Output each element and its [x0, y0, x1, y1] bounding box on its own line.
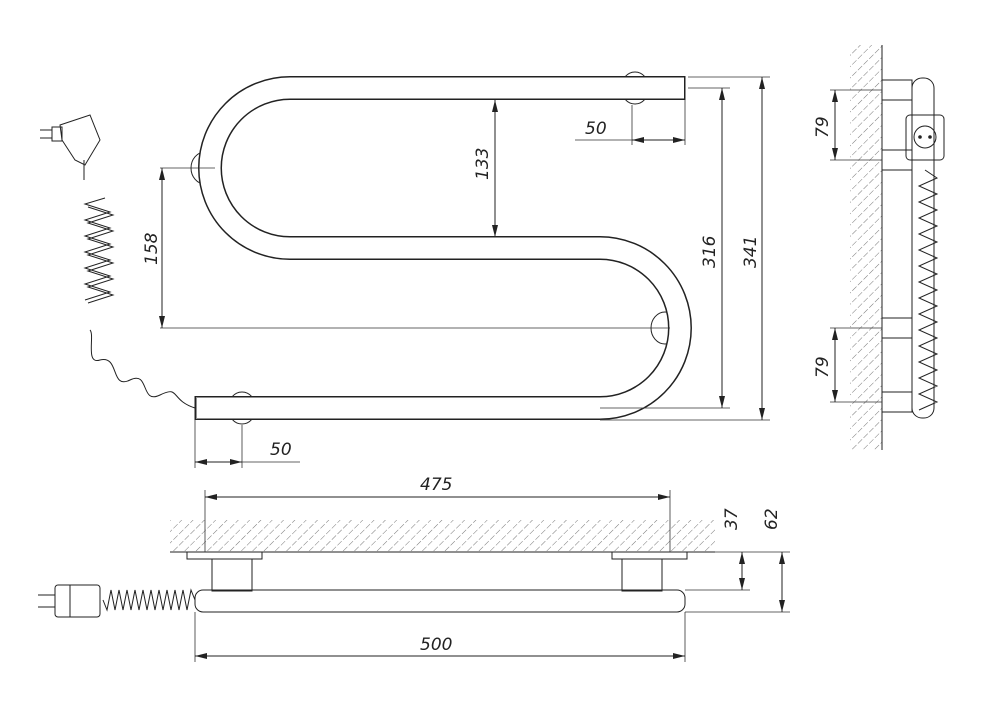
top-dimensions: 475 500 37 62: [194, 475, 790, 662]
front-view: 50 133 158 316 341 50: [40, 71, 770, 468]
side-cable-coil: [917, 169, 939, 411]
dim-inner-height: 316: [700, 235, 720, 268]
dim-total-depth: 62: [762, 508, 782, 530]
dim-inner-spacing: 133: [473, 148, 493, 180]
dim-top-offset: 50: [585, 119, 607, 139]
plug-icon: [40, 114, 101, 166]
top-brackets: [186, 551, 688, 592]
top-cable-coil: [102, 588, 196, 612]
side-view: 79 79: [813, 45, 945, 450]
dim-mount-spacing: 158: [142, 232, 162, 265]
top-pipe: [194, 589, 686, 613]
dim-bracket-top: 79: [813, 116, 833, 138]
top-plug-icon: [38, 584, 101, 618]
dim-mount-width: 475: [420, 475, 452, 495]
dim-bracket-depth: 37: [722, 508, 742, 530]
side-dimensions: 79 79: [813, 89, 882, 403]
dim-bottom-offset: 50: [270, 440, 292, 460]
dim-total-width: 500: [420, 635, 452, 655]
wall-hatch: [850, 45, 882, 450]
front-dimensions: 50 133 158 316 341 50: [142, 76, 770, 468]
socket-icon: [905, 114, 945, 161]
top-view: 475 500 37 62: [38, 475, 790, 662]
wall-hatch-top: [170, 520, 715, 552]
dim-bracket-bottom: 79: [813, 356, 833, 378]
power-cable: [83, 160, 196, 409]
dim-total-height: 341: [741, 236, 761, 268]
side-brackets: [881, 77, 935, 419]
